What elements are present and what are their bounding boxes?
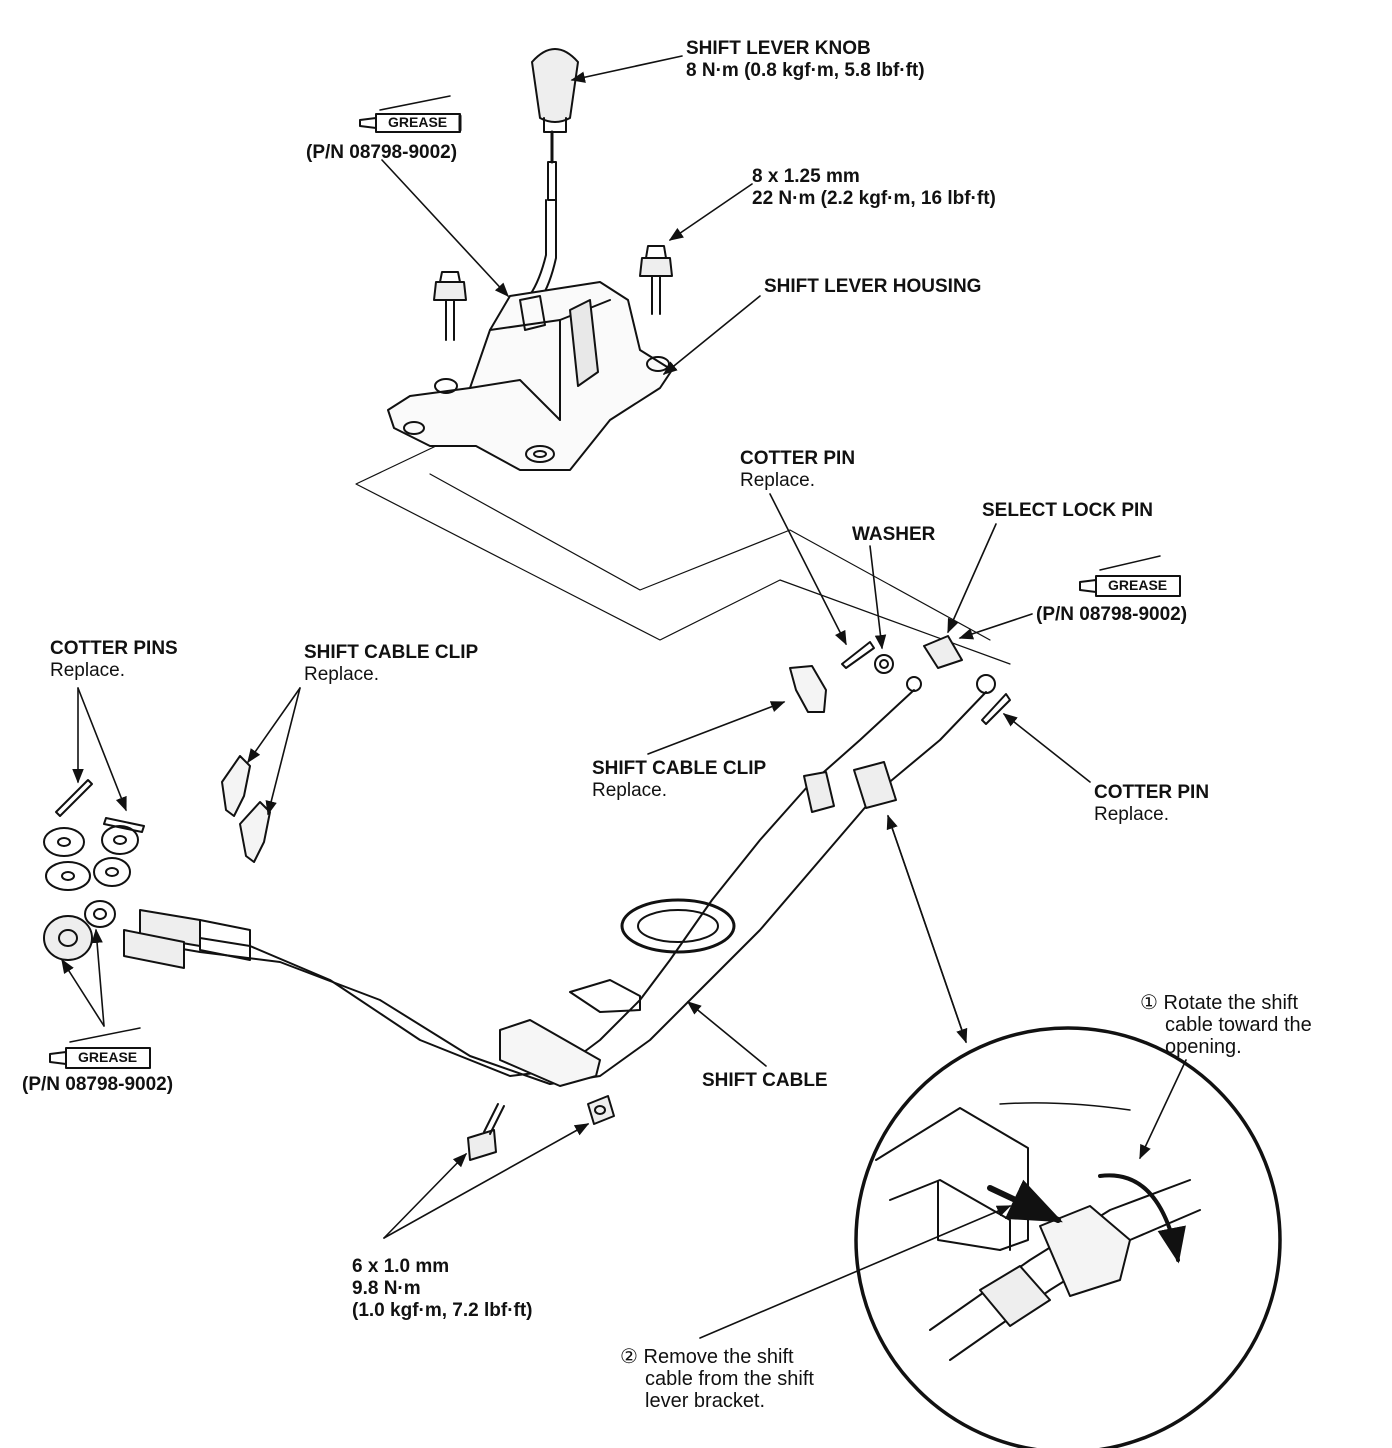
bracket-nut [587,1095,615,1125]
bracket-bolt [467,1103,505,1161]
label-pn-top: (P/N 08798-9002) [306,142,458,163]
step-1-marker: ① [1140,992,1158,1014]
label-cotter-pin-right: COTTER PIN Replace. [1094,782,1209,826]
grease-tag-text: GREASE [1108,577,1168,593]
bracket-outline [355,445,1011,665]
step-1-line-2: cable toward the [1165,1014,1312,1036]
shift-cable-clip-mid-title: SHIFT CABLE CLIP [592,758,767,779]
cotter-pin-top-note: Replace. [740,470,815,491]
step-1-line-3: opening. [1165,1036,1242,1058]
bolt-6-torque-1: 9.8 N·m [352,1278,421,1299]
cotter-pin-right-title: COTTER PIN [1094,782,1210,803]
grease-tube-icon-left [49,1027,151,1069]
detail-view-circle [854,1026,1282,1448]
cable-bracket [499,979,641,1087]
shift-lever-rod [529,199,557,301]
grease-tag-text: GREASE [388,114,448,130]
step-2-line-2: cable from the shift [645,1368,814,1390]
label-step-2: ② Remove the shift cable from the shift … [620,1346,814,1412]
label-washer: WASHER [852,524,936,545]
grease-tube-icon-right [1079,555,1181,597]
label-pn-right: (P/N 08798-9002) [1036,604,1188,625]
label-cotter-pin-top: COTTER PIN Replace. [740,448,855,492]
grease-tube-icon-top [359,95,462,133]
label-shift-cable-clip-left: SHIFT CABLE CLIP Replace. [304,642,478,686]
step-2-marker: ② [620,1346,638,1368]
housing-bolt-left [433,271,467,341]
shift-cable-clip-mid [789,665,827,713]
bolt-6-torque-2: (1.0 kgf·m, 7.2 lbf·ft) [352,1300,533,1321]
shift-cable-clips-left [221,755,271,863]
shift-cable-clip-mid-note: Replace. [592,780,667,801]
cotter-pin-right-note: Replace. [1094,804,1169,825]
cable-end-parts [841,635,1011,725]
grease-tag-text: GREASE [78,1049,138,1065]
label-shift-cable: SHIFT CABLE [702,1070,828,1091]
cotter-pins-note: Replace. [50,660,125,681]
label-shift-cable-clip-mid: SHIFT CABLE CLIP Replace. [592,758,766,802]
shift-lever-housing [387,281,673,471]
cotter-pins-title: COTTER PINS [50,638,178,659]
shift-lever-knob [531,48,579,201]
step-1-line-1: Rotate the shift [1163,992,1299,1014]
step-2-line-1: Remove the shift [643,1346,794,1368]
label-step-1: ① Rotate the shift cable toward the open… [1140,992,1312,1058]
label-pn-left: (P/N 08798-9002) [22,1074,174,1095]
bolt-6-size: 6 x 1.0 mm [352,1256,450,1277]
shift-cable-clip-left-note: Replace. [304,664,379,685]
washers-cotter-pins-left [43,779,145,891]
step-2-line-3: lever bracket. [645,1390,766,1412]
label-shift-lever-knob: SHIFT LEVER KNOB 8 N·m (0.8 kgf·m, 5.8 l… [686,38,925,82]
label-bolt-6: 6 x 1.0 mm 9.8 N·m (1.0 kgf·m, 7.2 lbf·f… [352,1256,533,1322]
cotter-pin-top-title: COTTER PIN [740,448,856,469]
shift-lever-knob-torque: 8 N·m (0.8 kgf·m, 5.8 lbf·ft) [686,60,925,81]
shift-cable-clip-left-title: SHIFT CABLE CLIP [304,642,479,663]
cable-ends-left [43,900,251,969]
bolt-8-torque: 22 N·m (2.2 kgf·m, 16 lbf·ft) [752,188,996,209]
label-cotter-pins: COTTER PINS Replace. [50,638,178,682]
label-shift-lever-housing: SHIFT LEVER HOUSING [764,276,982,297]
bolt-8-size: 8 x 1.25 mm [752,166,860,187]
leader-lines [61,55,1187,1339]
housing-bolt-right [639,245,673,315]
label-select-lock-pin: SELECT LOCK PIN [982,500,1154,521]
label-bolt-8: 8 x 1.25 mm 22 N·m (2.2 kgf·m, 16 lbf·ft… [752,166,996,210]
shift-cables [129,689,987,1085]
shift-lever-knob-title: SHIFT LEVER KNOB [686,38,871,59]
